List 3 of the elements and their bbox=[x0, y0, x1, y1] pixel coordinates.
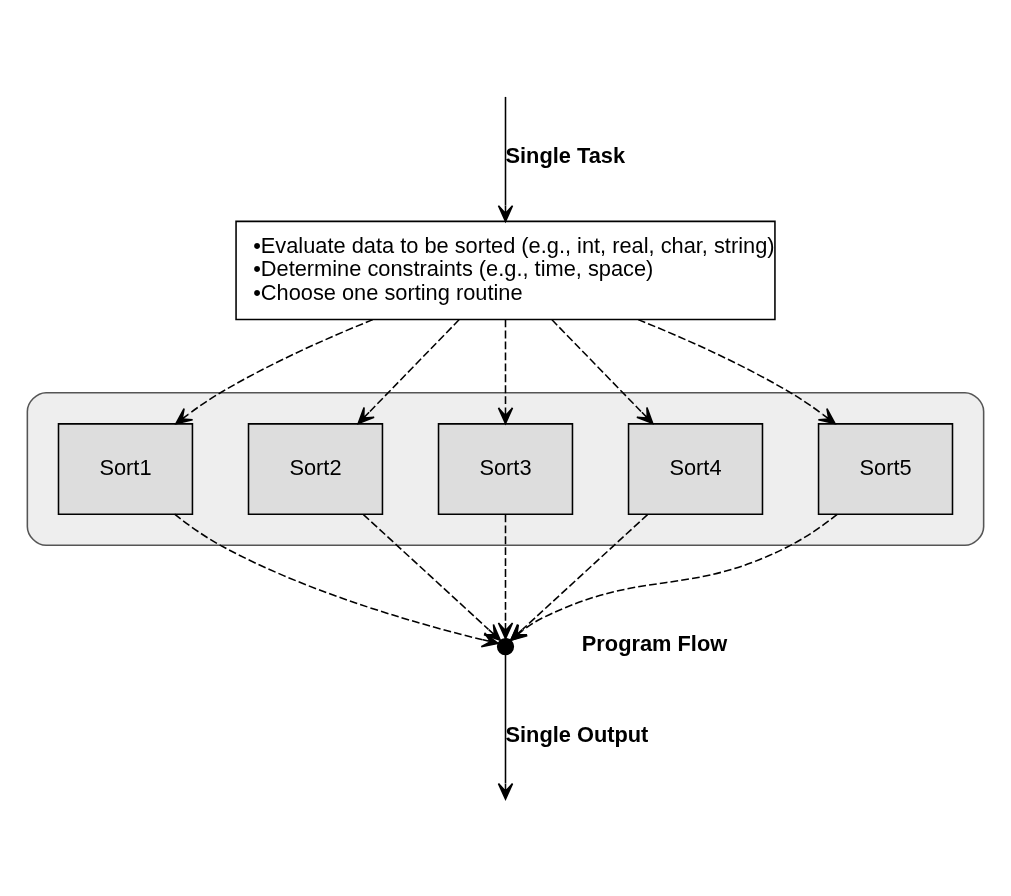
label: Program Flow bbox=[581, 630, 728, 656]
edge-label: Single Output bbox=[505, 721, 649, 747]
edge-label: Single Task bbox=[505, 142, 626, 168]
